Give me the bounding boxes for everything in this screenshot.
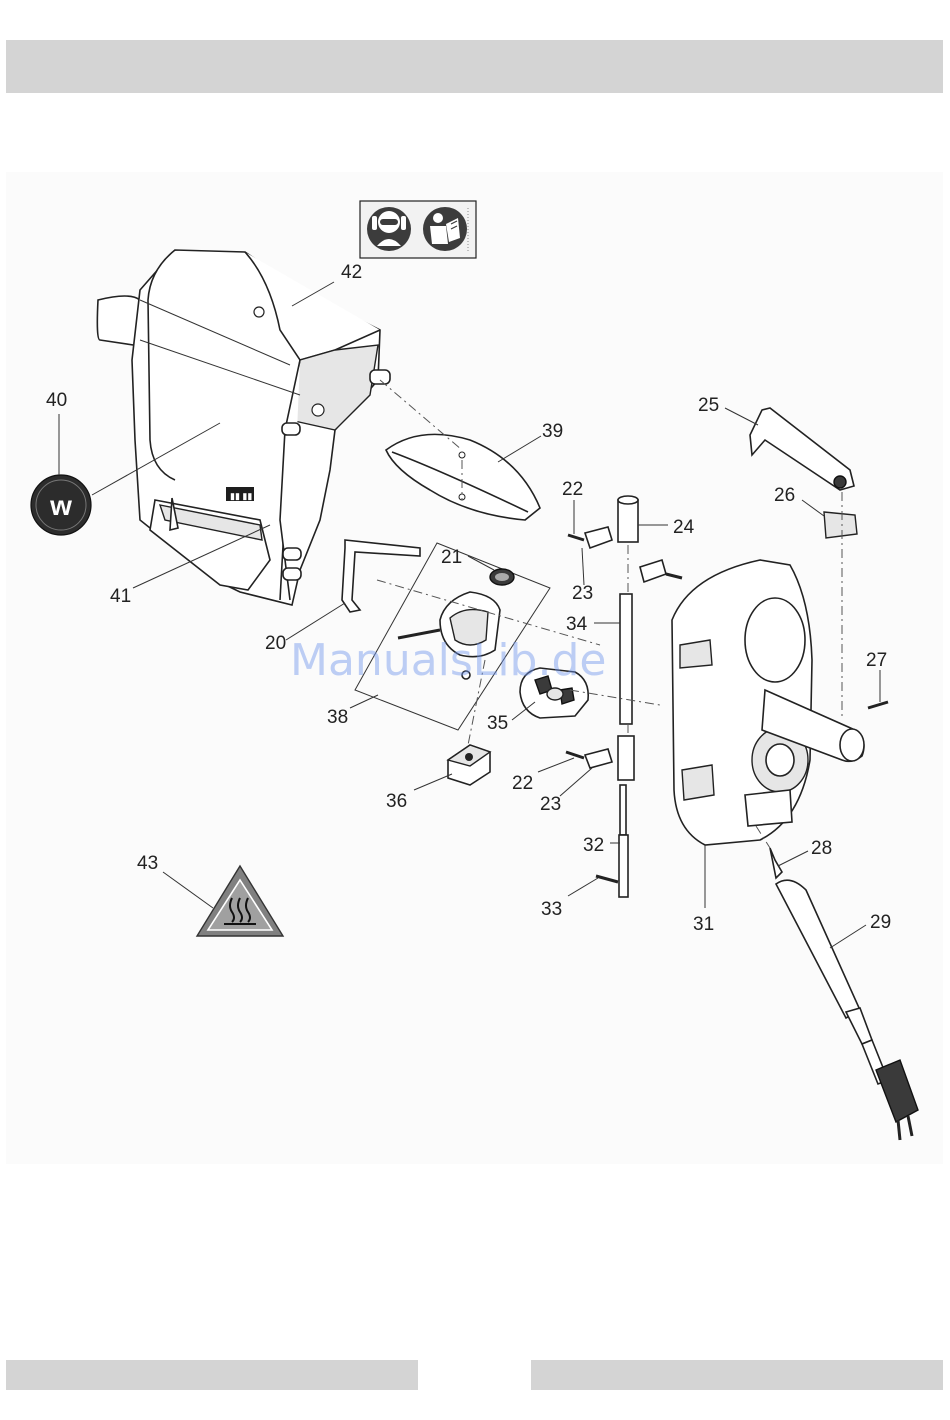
callout-23-upper: 23 bbox=[572, 583, 593, 604]
brand-logo-w-icon: w bbox=[31, 475, 91, 535]
block-26 bbox=[824, 512, 857, 538]
safety-sticker bbox=[360, 201, 476, 258]
callout-24: 24 bbox=[673, 517, 695, 538]
read-manual-icon bbox=[423, 207, 467, 251]
callout-38: 38 bbox=[327, 707, 348, 728]
callout-26: 26 bbox=[774, 485, 795, 506]
exploded-view-diagram: ▮▮ ▮▮ w bbox=[6, 172, 943, 1164]
deflector-plate bbox=[386, 434, 540, 520]
callout-27: 27 bbox=[866, 650, 887, 671]
callout-22-lower: 22 bbox=[512, 773, 533, 794]
cable-plug bbox=[770, 848, 918, 1140]
block-36 bbox=[448, 745, 490, 785]
callout-35: 35 bbox=[487, 713, 508, 734]
callout-20: 20 bbox=[265, 633, 286, 654]
eye-ear-protection-icon bbox=[367, 207, 411, 251]
svg-text:▮▮ ▮▮: ▮▮ ▮▮ bbox=[230, 491, 252, 501]
callout-36: 36 bbox=[386, 791, 407, 812]
callout-34: 34 bbox=[566, 614, 588, 635]
callout-43: 43 bbox=[137, 853, 158, 874]
callout-23-lower: 23 bbox=[540, 794, 561, 815]
callout-31: 31 bbox=[693, 914, 714, 935]
motor-housing bbox=[672, 560, 864, 845]
clamp-set-lower bbox=[566, 749, 618, 882]
callout-25: 25 bbox=[698, 395, 719, 416]
watermark: ManualsLib.de bbox=[290, 635, 606, 686]
svg-text:w: w bbox=[49, 490, 72, 521]
callout-29: 29 bbox=[870, 912, 891, 933]
footer-bar-left bbox=[6, 1360, 418, 1390]
callout-41: 41 bbox=[110, 586, 131, 607]
header-bar bbox=[6, 40, 943, 93]
shaft-assembly bbox=[618, 496, 638, 897]
callout-22-upper: 22 bbox=[562, 479, 583, 500]
callout-39: 39 bbox=[542, 421, 563, 442]
handle-bracket bbox=[750, 408, 854, 490]
pin-27 bbox=[868, 702, 888, 708]
footer-bar-right bbox=[531, 1360, 943, 1390]
callout-40: 40 bbox=[46, 390, 67, 411]
callout-21: 21 bbox=[441, 547, 462, 568]
callout-32: 32 bbox=[583, 835, 604, 856]
callout-42: 42 bbox=[341, 262, 362, 283]
callout-28: 28 bbox=[811, 838, 832, 859]
hot-surface-warning-icon bbox=[197, 866, 283, 936]
callout-33: 33 bbox=[541, 899, 562, 920]
bracket-clip bbox=[342, 540, 420, 612]
